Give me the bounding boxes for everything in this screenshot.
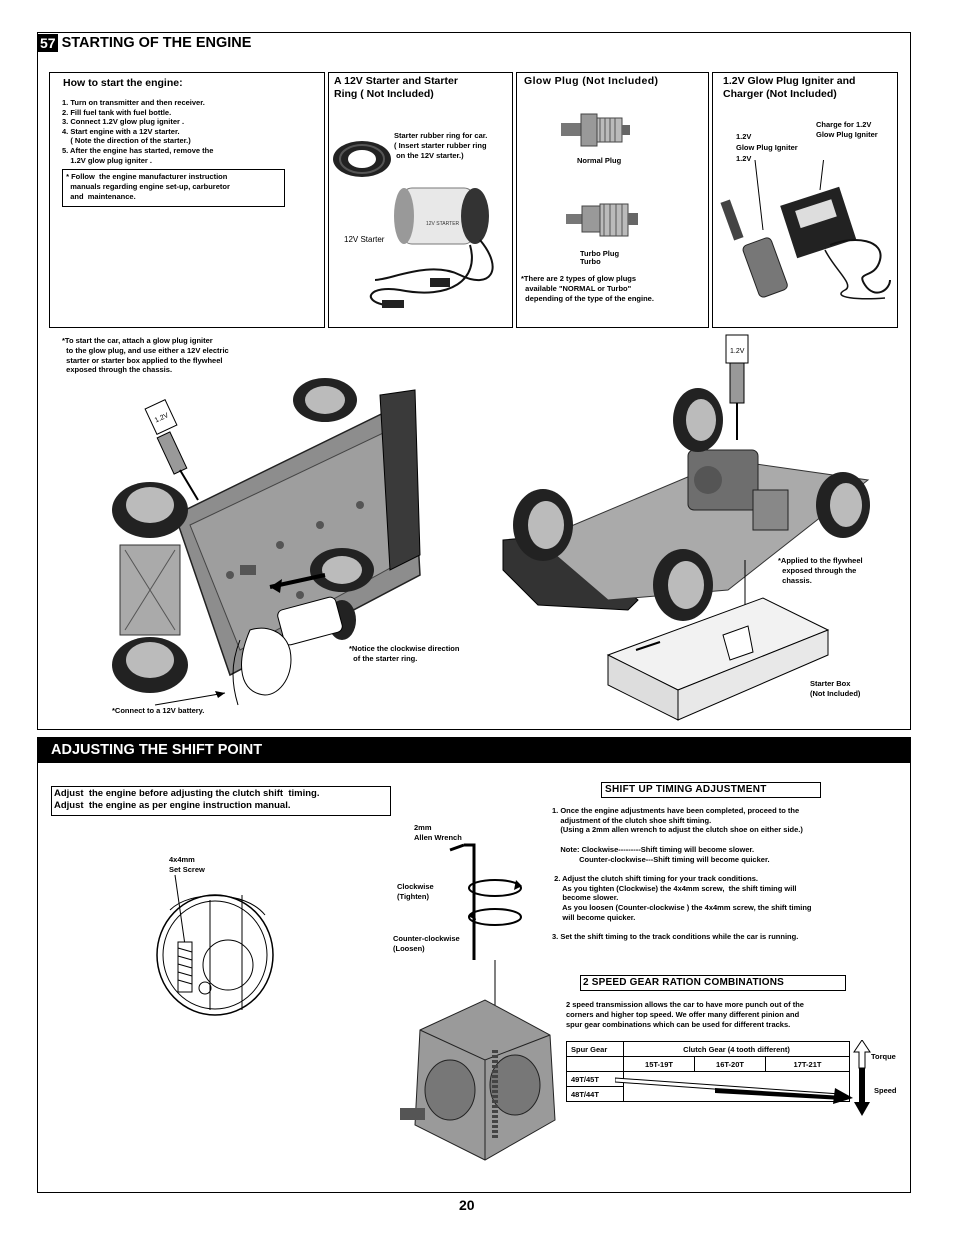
starter-brand-text: 12V STARTER [426, 221, 460, 227]
howto-box [49, 72, 325, 328]
gear-heading: 2 SPEED GEAR RATION COMBINATIONS [583, 977, 785, 988]
shift-point-title: ADJUSTING THE SHIFT POINT [51, 742, 263, 758]
glowplug-turbo-image [566, 203, 638, 237]
rotation-arrow-ccw [468, 908, 522, 926]
clutch-gear-header: Clutch Gear (4 tooth different) [623, 1041, 850, 1057]
rear-suspension [119, 544, 181, 636]
intro-text: Adjust the engine before adjusting the c… [54, 788, 320, 811]
gear-heading-box [580, 975, 846, 991]
igniter-top-image: 1.2V [725, 334, 749, 440]
starter-illustration: 12V STARTER [333, 141, 494, 308]
section-title: STARTING OF THE ENGINE [61, 35, 252, 51]
section-number: 57 [38, 34, 58, 52]
glowplug-turbo-label: Turbo Plug Turbo [580, 249, 620, 266]
igniter-tag-2: 1.2V [730, 348, 745, 355]
bumper [379, 389, 421, 571]
shiftup-heading-box [601, 782, 821, 798]
igniter-tool-image [720, 199, 788, 298]
wheel-top-rl [673, 388, 723, 452]
speed-label: Speed [874, 1086, 897, 1095]
battery-note: *Connect to a 12V battery. [112, 706, 205, 715]
shift-point-section [37, 737, 911, 1193]
igniter-on-car-image: 1.2V [144, 398, 199, 501]
starter-label: 12V Starter [344, 235, 385, 244]
empty-cell [566, 1056, 624, 1072]
howto-note-box [62, 169, 285, 207]
car-top-diagram: 1.2V [502, 334, 870, 721]
wrench-label: 2mm Allen Wrench [414, 823, 462, 842]
wheel-top-fl [513, 489, 573, 561]
shiftup-heading: SHIFT UP TIMING ADJUSTMENT [605, 784, 767, 795]
intro-box [51, 786, 391, 816]
glowplug-normal-label: Normal Plug [577, 156, 622, 165]
shift-point-banner: ADJUSTING THE SHIFT POINT [38, 738, 910, 763]
torque-label: Torque [871, 1052, 896, 1061]
start-note: *To start the car, attach a glow plug ig… [62, 336, 229, 375]
combo-cell: 16T-20T [694, 1056, 766, 1072]
shiftup-body: 1. Once the engine adjustments have been… [552, 806, 812, 942]
page-number: 20 [459, 1197, 475, 1213]
starter-ring-image [333, 141, 391, 177]
combo-cell: 15T-19T [623, 1056, 695, 1072]
starter-heading: A 12V Starter and Starter Ring ( Not Inc… [334, 75, 458, 100]
clockwise-label: Clockwise (Tighten) [397, 882, 434, 901]
starter-in-hand-image [232, 573, 356, 706]
starter-ring-label: Starter rubber ring for car. ( Insert st… [394, 131, 488, 160]
igniter-heading: 1.2V Glow Plug Igniter and Charger (Not … [723, 75, 856, 100]
setscrew-label: 4x4mm Set Screw [169, 855, 205, 874]
igniter-charger-label: Charge for 1.2V Glow Plug Igniter [816, 120, 878, 139]
clutch-setscrew-diagram [156, 874, 274, 1016]
spur-row-cell: 48T/44T [566, 1086, 624, 1102]
engine-start-section [37, 32, 911, 730]
wheel-top-rr [816, 472, 870, 538]
wheel-rear-right [112, 637, 188, 693]
flywheel-note: *Applied to the flywheel exposed through… [778, 556, 863, 585]
glowplug-heading: Glow Plug (Not Included) [524, 75, 659, 87]
chassis-top [537, 449, 870, 601]
torque-speed-arrow [853, 1040, 871, 1116]
wheel-front-left [293, 378, 357, 422]
section-header-engine: 57 STARTING OF THE ENGINE [38, 33, 251, 53]
car-underside-diagram: 1.2V [112, 378, 421, 706]
igniter-illustration [720, 160, 891, 300]
starter-box [328, 72, 513, 328]
howto-heading: How to start the engine: [63, 77, 183, 89]
glowplug-box [516, 72, 709, 328]
glowplug-note: *There are 2 types of glow plugs availab… [521, 274, 654, 303]
starterbox-label: Starter Box (Not Included) [810, 679, 861, 698]
rotation-arrow-clockwise [468, 879, 522, 897]
gear-ratio-arrow [615, 1077, 853, 1104]
igniter-label: 1.2V Glow Plug Igniter 1.2V [736, 132, 798, 163]
starter-motor-image: 12V STARTER [370, 187, 494, 308]
howto-steps: 1. Turn on transmitter and then receiver… [62, 98, 214, 165]
chassis-plate [174, 398, 421, 677]
spur-gear-header: Spur Gear [566, 1041, 624, 1057]
wheel-rear-left [112, 482, 188, 538]
howto-note: * Follow the engine manufacturer instruc… [66, 172, 230, 201]
ccw-label: Counter-clockwise (Loosen) [393, 934, 460, 953]
gearbox-wrench-diagram [400, 843, 556, 1161]
combo-cell: 17T-21T [765, 1056, 850, 1072]
igniter-box [712, 72, 898, 328]
wheel-front-right [310, 548, 374, 592]
gearbox-image [400, 999, 556, 1161]
clockwise-note: *Notice the clockwise direction of the s… [349, 644, 460, 663]
glowplug-normal-image [561, 113, 630, 147]
wheel-top-fr [653, 549, 713, 621]
gear-body: 2 speed transmission allows the car to h… [566, 1000, 804, 1029]
starter-box-image [606, 597, 830, 721]
charger-image [780, 186, 857, 259]
